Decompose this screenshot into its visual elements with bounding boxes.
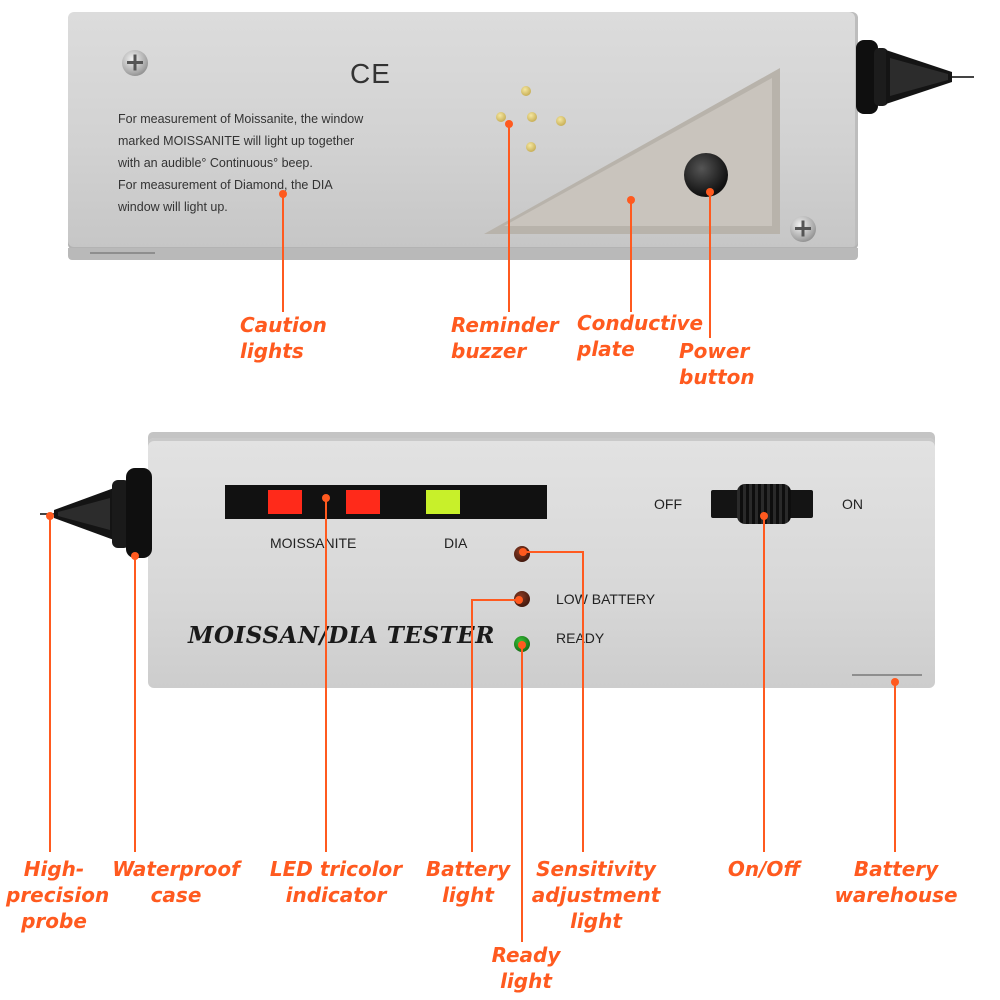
caption-ready-light: Ready light <box>478 942 574 994</box>
probe-tip-back <box>856 40 974 114</box>
caption-led-indicator: LED tricolor indicator <box>264 856 408 908</box>
caption-line: plate <box>577 337 635 361</box>
instruction-text: For measurement of Moissanite, the windo… <box>118 108 478 218</box>
buzzer-hole <box>556 116 566 126</box>
moissanite-label: MOISSANITE <box>270 535 357 551</box>
brand-name: MOISSAN/DIA TESTER <box>188 622 495 649</box>
caption-line: light <box>442 883 494 907</box>
caption-line: High- <box>23 857 85 881</box>
instruction-line: marked MOISSANITE will light up together <box>118 134 355 148</box>
caption-line: buzzer <box>451 339 527 363</box>
caption-line: Power <box>679 339 750 363</box>
buzzer-hole <box>496 112 506 122</box>
tester-front-panel <box>148 438 935 688</box>
buzzer-hole <box>526 142 536 152</box>
caption-battery-light: Battery light <box>418 856 518 908</box>
caption-sensitivity-light: Sensitivity adjustment light <box>526 856 666 934</box>
switch-on-label: ON <box>842 496 863 512</box>
caption-line: light <box>500 969 552 993</box>
caption-line: On/Off <box>727 857 801 881</box>
instruction-line: with an audible° Continuous° beep. <box>118 156 313 170</box>
buzzer-hole <box>521 86 531 96</box>
power-button[interactable] <box>684 153 728 197</box>
screw-top-left <box>122 50 148 76</box>
caption-line: warehouse <box>834 883 958 907</box>
tester-back-edge <box>68 248 858 260</box>
caption-line: LED tricolor <box>269 857 403 881</box>
caption-line: Reminder <box>451 313 559 337</box>
caption-line: button <box>679 365 755 389</box>
caption-line: Waterproof <box>112 857 240 881</box>
battery-compartment-slot <box>852 668 922 676</box>
dia-led <box>426 490 460 514</box>
caption-line: Sensitivity <box>536 857 656 881</box>
caption-line: Ready <box>491 943 561 967</box>
caption-line: Battery <box>853 857 939 881</box>
low-battery-label: LOW BATTERY <box>556 591 656 607</box>
buzzer-hole <box>527 112 537 122</box>
ready-label: READY <box>556 630 605 646</box>
caption-line: adjustment <box>531 883 661 907</box>
caption-line: Conductive <box>577 311 704 335</box>
caption-reminder-buzzer: Reminder buzzer <box>451 312 559 364</box>
caption-caution-lights: Caution lights <box>240 312 327 364</box>
instruction-line: window will light up. <box>118 200 228 214</box>
caption-power-button: Power button <box>679 338 755 390</box>
caption-battery-warehouse: Battery warehouse <box>826 856 966 908</box>
caption-line: lights <box>240 339 304 363</box>
caption-line: probe <box>21 909 87 933</box>
dia-label: DIA <box>444 535 468 551</box>
caption-probe: High- precision probe <box>6 856 110 934</box>
caption-on-off: On/Off <box>714 856 814 882</box>
instruction-line: For measurement of Moissanite, the windo… <box>118 112 364 126</box>
battery-light <box>514 591 530 607</box>
caption-line: light <box>570 909 622 933</box>
caption-line: precision <box>6 883 110 907</box>
caption-line: Caution <box>240 313 327 337</box>
moissanite-led-2 <box>346 490 380 514</box>
instruction-line: For measurement of Diamond, the DIA <box>118 178 333 192</box>
power-switch-knob[interactable] <box>737 484 791 524</box>
switch-off-label: OFF <box>654 496 682 512</box>
ready-light <box>514 636 530 652</box>
caption-line: case <box>150 883 202 907</box>
sensitivity-light <box>514 546 530 562</box>
conductive-plate <box>484 68 780 234</box>
probe-tip-front <box>40 468 152 558</box>
caption-conductive-plate: Conductive plate <box>577 310 703 362</box>
back-foot-slot <box>90 246 155 254</box>
moissanite-led-1 <box>268 490 302 514</box>
caption-line: indicator <box>285 883 387 907</box>
caption-waterproof-case: Waterproof case <box>108 856 244 908</box>
screw-bottom-right <box>790 216 816 242</box>
ce-mark: CE <box>350 58 391 89</box>
caption-line: Battery <box>425 857 511 881</box>
